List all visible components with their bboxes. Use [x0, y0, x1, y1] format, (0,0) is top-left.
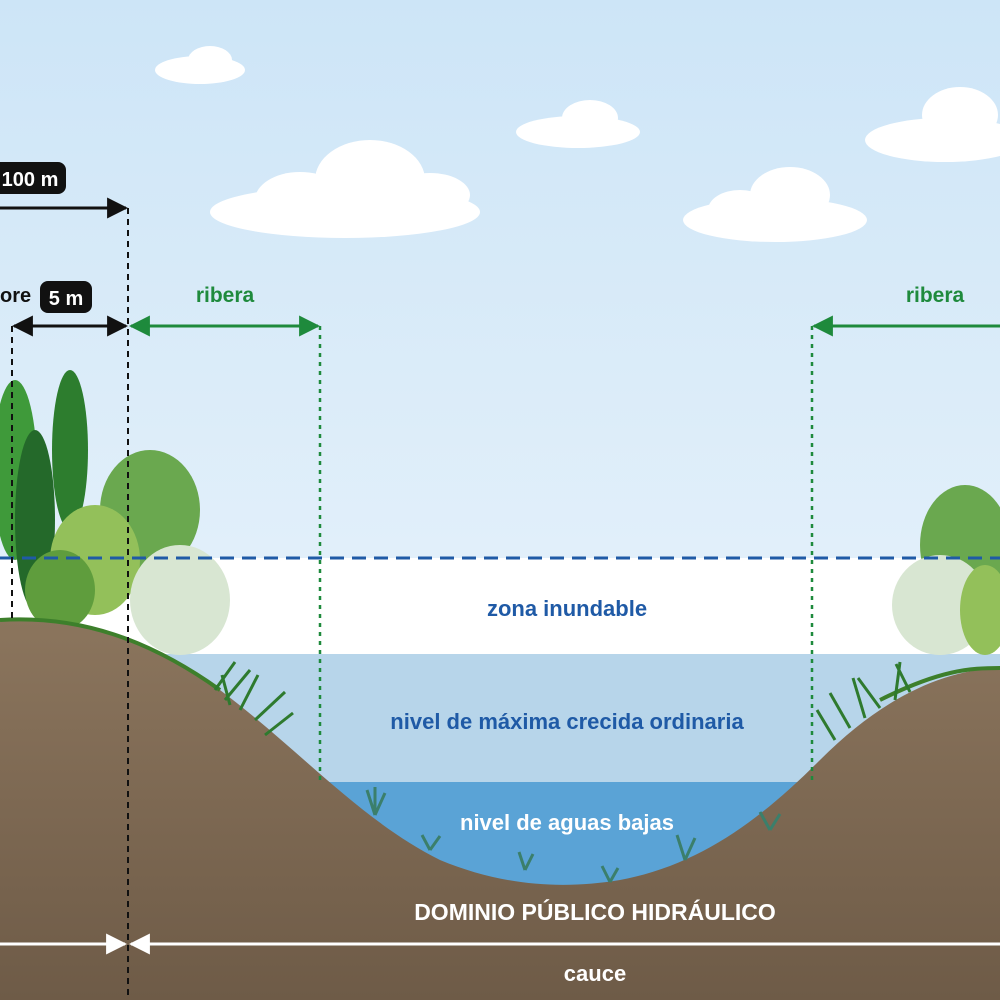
distance-5-label: 5 m — [49, 288, 83, 310]
ribera-left-label: ribera — [196, 284, 255, 307]
cloud-icon — [683, 167, 867, 242]
ribera-right-label: ribera — [906, 284, 965, 307]
cloud-icon — [155, 46, 245, 84]
cauce-label: cauce — [564, 961, 626, 986]
tree-icon — [0, 370, 230, 655]
grass-edge — [879, 666, 1000, 702]
cloud-icon — [516, 100, 640, 148]
distance-5-badge — [40, 281, 92, 313]
ground-profile — [0, 619, 1000, 1000]
zona-inundable-label: zona inundable — [487, 596, 647, 621]
grass-edge — [0, 617, 222, 692]
cloud-icon — [865, 87, 1000, 162]
servidumbre-label: ore — [0, 285, 31, 307]
reed-icon — [815, 661, 912, 741]
reed-icon — [213, 661, 294, 737]
cloud-icon — [210, 140, 480, 238]
aguas-bajas-label: nivel de aguas bajas — [460, 810, 674, 835]
distance-100-label: 100 m — [2, 169, 59, 191]
dominio-publico-label: DOMINIO PÚBLICO HIDRÁULICO — [414, 898, 776, 925]
maxima-crecida-label: nivel de máxima crecida ordinaria — [390, 709, 744, 734]
tree-icon — [892, 485, 1000, 655]
distance-100-badge — [0, 162, 66, 194]
water-plant-icon — [365, 787, 782, 883]
